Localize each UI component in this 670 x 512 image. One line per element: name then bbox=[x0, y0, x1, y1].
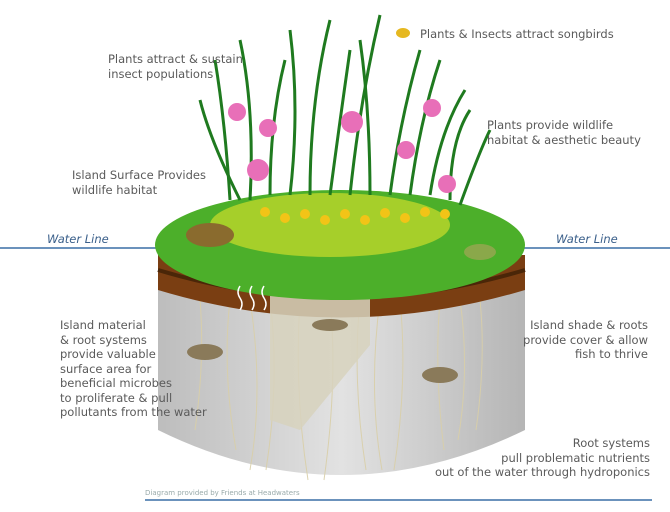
label-line: fish to thrive bbox=[575, 347, 648, 361]
label-line: Island Surface Provides bbox=[72, 168, 206, 182]
label-line: Plants attract & sustain bbox=[108, 52, 243, 66]
label-line: wildlife habitat bbox=[72, 182, 158, 197]
songbird bbox=[396, 28, 410, 38]
roots bbox=[194, 299, 483, 481]
fish bbox=[187, 344, 223, 360]
pink-flowers bbox=[228, 99, 456, 193]
label-line: surface area for bbox=[60, 361, 152, 376]
label-fish: Island shade & roots provide cover & all… bbox=[523, 318, 648, 362]
yellow-flowers bbox=[260, 207, 450, 225]
label-line: beneficial microbes bbox=[60, 376, 172, 390]
turtle bbox=[186, 223, 234, 247]
label-line: out of the water through hydroponics bbox=[434, 465, 650, 479]
root-mass bbox=[158, 285, 525, 475]
water-line-label-left: Water Line bbox=[47, 232, 109, 246]
label-line: Island material bbox=[60, 318, 146, 332]
label-microbes: Island material & root systems provide v… bbox=[60, 318, 207, 420]
label-beauty: Plants provide wildlife habitat & aesthe… bbox=[487, 118, 641, 147]
label-surface: Island Surface Provides wildlife habitat bbox=[72, 168, 206, 197]
label-line: Plants & Insects attract songbirds bbox=[420, 27, 614, 41]
label-line: insect populations bbox=[108, 66, 214, 81]
label-line: Plants provide wildlife bbox=[487, 118, 614, 132]
label-line: provide cover & allow bbox=[523, 332, 648, 347]
label-line: pollutants from the water bbox=[60, 405, 207, 419]
frog bbox=[464, 244, 496, 260]
label-line: Island shade & roots bbox=[530, 318, 648, 332]
label-nutrients: Root systems pull problematic nutrients … bbox=[435, 436, 650, 480]
label-songbirds: Plants & Insects attract songbirds bbox=[420, 27, 614, 42]
fish bbox=[312, 319, 348, 331]
label-line: habitat & aesthetic beauty bbox=[487, 132, 641, 147]
label-line: to proliferate & pull bbox=[60, 390, 173, 405]
label-insects: Plants attract & sustain insect populati… bbox=[108, 52, 243, 81]
label-line: provide valuable bbox=[60, 347, 156, 361]
grass-blades bbox=[198, 14, 492, 206]
fish bbox=[422, 367, 458, 383]
credit: Diagram provided by Friends at Headwater… bbox=[145, 489, 300, 497]
microbe-waves bbox=[237, 285, 267, 311]
label-line: Root systems bbox=[572, 436, 650, 450]
label-line: pull problematic nutrients bbox=[501, 450, 650, 465]
water-line-label-right: Water Line bbox=[556, 232, 618, 246]
label-line: & root systems bbox=[60, 332, 147, 347]
